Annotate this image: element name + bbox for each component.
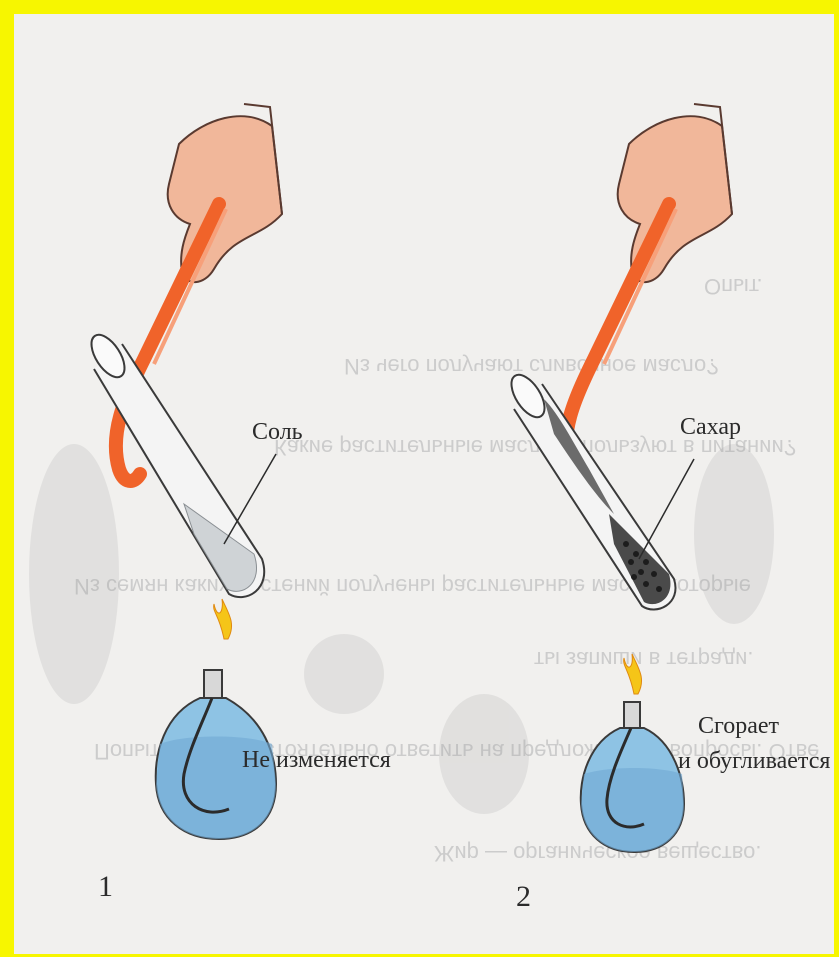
experiment-drawing: [14, 14, 834, 954]
label-burns-line1: Сгорает: [698, 713, 779, 739]
label-salt: Соль: [252, 419, 303, 445]
illustration-panel: Жир — органическое вещество. Попытайся с…: [14, 14, 834, 954]
leader-line-salt: [224, 454, 276, 544]
test-tube-right: [505, 369, 676, 609]
burner-left: [156, 599, 276, 839]
label-no-change: Не изменяется: [242, 747, 391, 773]
label-sugar: Сахар: [680, 414, 741, 440]
leader-line-sugar: [639, 459, 694, 559]
figure-number-2: 2: [516, 880, 531, 914]
hand-left: [168, 104, 282, 282]
label-burns-line2: и обугливается: [678, 748, 830, 774]
tongs-right: [566, 204, 676, 481]
figure-number-1: 1: [98, 870, 113, 904]
burner-right: [581, 654, 684, 852]
hand-right: [618, 104, 732, 282]
